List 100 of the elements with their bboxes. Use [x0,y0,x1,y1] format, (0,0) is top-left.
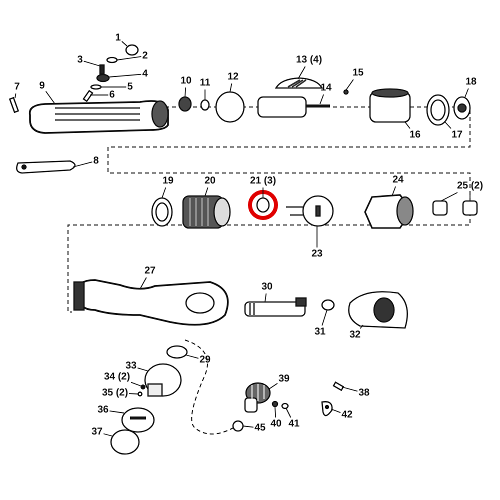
leader-line [204,187,208,196]
leader-line [204,89,206,100]
o-ring-drawing [106,56,118,64]
leader-line [464,88,469,98]
pin-drawing [343,89,349,95]
lever-drawing [16,160,76,174]
callout-number: 3 [77,54,83,66]
leader-line [230,83,232,92]
callout-number: 33 [125,360,137,372]
callout-number: 36 [97,404,109,416]
callout-number: 11 [200,78,210,88]
callout-number: 37 [91,426,103,438]
callout-number: 9 [39,80,45,92]
callout-number: 15 [352,68,364,78]
end-plate-drawing [215,91,245,123]
leader-line [330,408,341,413]
carrier-drawing [285,195,334,227]
callout-number: 7 [14,82,20,92]
callout-number: 42 [341,410,353,420]
callout-number: 5 [127,82,133,92]
leader-line [342,386,358,392]
ball-drawing [140,384,146,390]
spring-drawing [138,392,142,396]
bushing-drawing [432,200,448,216]
callout-number: 31 [314,326,326,338]
bushing-drawing [178,96,192,112]
callout-number: 41 [288,418,300,430]
leader-line [360,324,364,329]
leader-line [346,79,354,90]
leader-line [268,382,278,390]
leader-line [184,87,186,98]
bushing-drawing [462,200,478,216]
leader-line [121,40,128,46]
shaft-drawing [244,297,307,317]
leader-line [286,408,292,418]
callout-number: 6 [109,90,115,100]
rotor-drawing [257,96,330,118]
callout-number: 32 [349,330,361,340]
nut-drawing [200,99,210,111]
leader-line [130,382,142,386]
leader-line [262,187,264,198]
leader-line [316,226,318,248]
ring-drawing [151,197,173,227]
leader-line [103,433,112,436]
callout-number: 34 (2) [104,372,130,382]
callout-number: 45 [254,422,266,434]
callout-number: 35 (2) [102,388,128,398]
leader-line [90,94,109,96]
leader-line [137,367,148,372]
nut-drawing [125,44,139,56]
leader-line [100,86,127,88]
roller-drawing [256,197,270,213]
valve-drawing [96,74,110,82]
callout-number: 40 [270,418,282,430]
callout-number: 8 [93,156,99,166]
leader-line [140,277,147,290]
callout-number: 29 [199,354,211,366]
callout-number: 16 [409,130,421,140]
callout-number: 20 [204,176,216,186]
pin-drawing [332,381,344,392]
callout-number: 4 [142,68,148,80]
leader-line [444,122,452,129]
callout-number: 30 [261,282,273,292]
leader-line [109,410,124,414]
leader-line [45,90,56,104]
leader-line [320,94,324,104]
callout-number: 23 [311,248,323,260]
leader-line [404,122,410,129]
leader-line [264,293,267,302]
housing-drawing [28,100,169,134]
leader-line [14,93,16,98]
cylinder-drawing [369,88,411,123]
callout-number: 38 [358,388,370,398]
ratchet-head-drawing [73,279,229,326]
leader-line [72,162,93,168]
leader-line [322,310,328,326]
nut-drawing [364,194,414,229]
washer-drawing [166,345,188,359]
leader-line [108,74,142,78]
retaining-ring-drawing [110,429,140,455]
callout-number: 13 (4) [296,54,322,66]
ratchet-drawing [144,363,182,397]
leader-line [392,186,396,196]
callout-number: 18 [465,76,477,88]
leader-line [274,406,276,418]
leader-line [116,56,142,60]
callout-number: 27 [144,266,156,276]
callout-number: 39 [278,374,290,384]
vane-drawing [275,77,323,89]
callout-number: 21 (3) [250,176,276,186]
cover-plate-drawing [121,407,155,433]
callout-number: 17 [451,130,463,140]
gear-drawing [244,382,271,413]
spring-drawing [272,400,278,408]
leader-line [186,354,199,359]
bushing-drawing [321,299,335,311]
o-ring-drawing [90,84,102,90]
yoke-drawing [348,291,408,329]
ball-drawing [232,420,244,432]
leader-line [83,60,100,66]
